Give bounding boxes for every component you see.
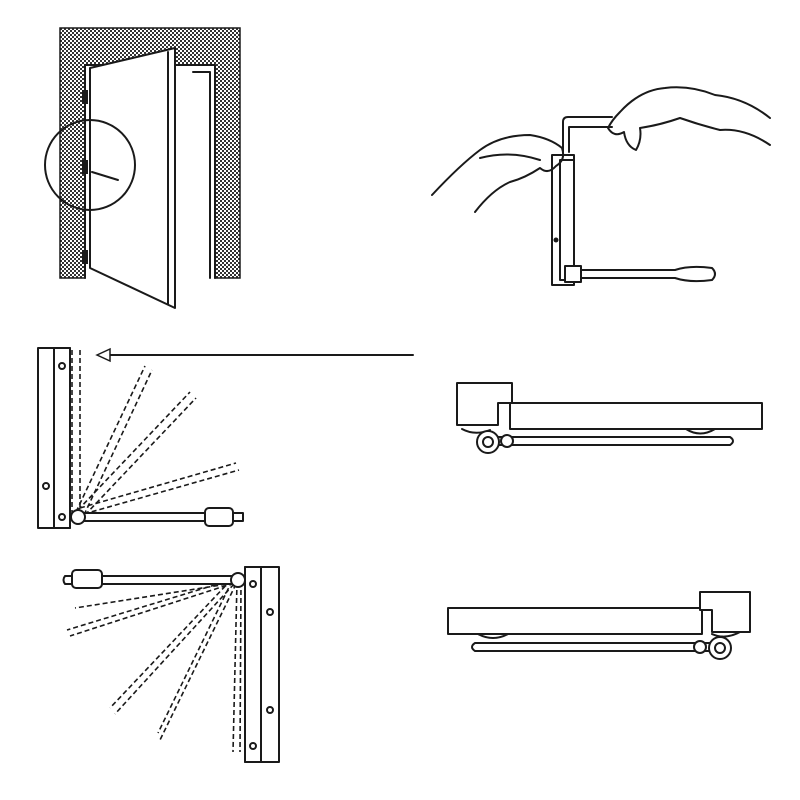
arm-swing-right-panel (37, 347, 244, 529)
closer-arm (494, 436, 734, 446)
closer-body (699, 591, 751, 633)
top-view-left-panel (447, 591, 751, 660)
closer-arm (471, 642, 713, 652)
door-top (447, 607, 703, 635)
door-overview-panel (44, 27, 241, 309)
detail-circle (44, 119, 136, 211)
hex-key-icon (562, 116, 613, 153)
arm-swing-left-panel (62, 566, 280, 763)
closer-arm (571, 265, 716, 283)
closer-body (456, 382, 513, 426)
left-hand-icon (431, 134, 565, 213)
top-view-right-panel (456, 382, 763, 454)
closer-arm (62, 575, 237, 585)
door-top (509, 402, 763, 430)
hex-key-adjustment-panel (431, 86, 771, 286)
right-hand-icon (607, 86, 771, 151)
direction-arrow (95, 347, 414, 363)
